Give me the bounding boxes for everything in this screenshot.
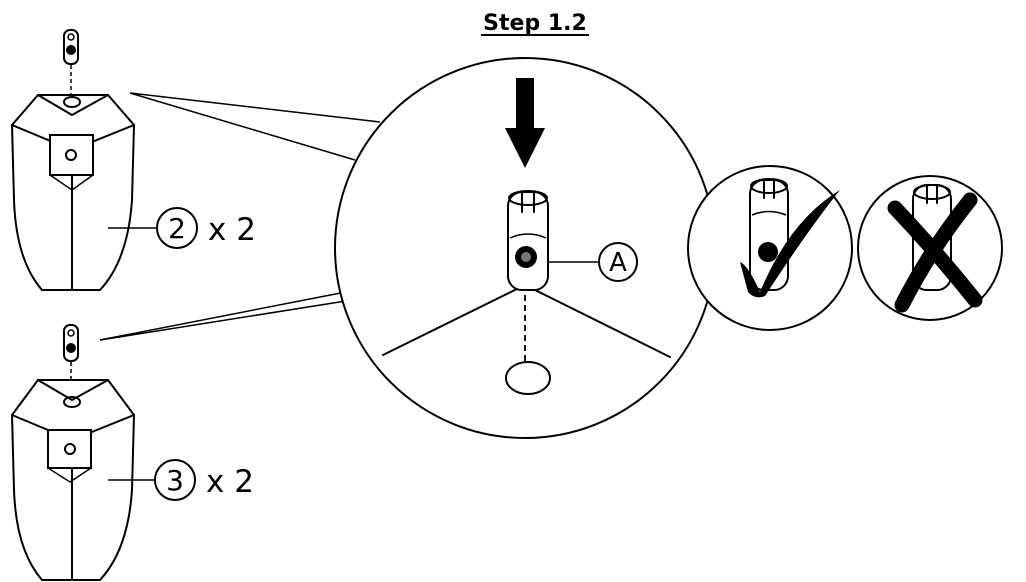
insert-pin-top (63, 29, 79, 95)
insert-pin-bottom (63, 324, 79, 395)
part-number-2: 2 (168, 212, 186, 245)
step-title: Step 1.2 (483, 11, 587, 36)
cross-icon (887, 192, 983, 313)
part-number-circle-3: 3 (154, 459, 196, 501)
incorrect-example (857, 175, 1003, 321)
leg-part-2 (10, 29, 136, 291)
zoom-callout-lines (99, 92, 381, 341)
checkmark-icon (740, 190, 840, 298)
arrow-down-icon (505, 78, 545, 168)
detail-zoom-view: A (334, 57, 716, 439)
part-3-quantity: x 2 (206, 464, 254, 500)
part-number-circle-2: 2 (156, 207, 198, 249)
correct-example (687, 165, 853, 331)
leg-part-3 (10, 324, 136, 581)
callout-a-circle: A (598, 242, 638, 282)
callout-a-label: A (609, 248, 627, 278)
part-number-3: 3 (166, 464, 184, 497)
insert-detail (507, 190, 549, 291)
part-2-quantity: x 2 (208, 212, 256, 248)
